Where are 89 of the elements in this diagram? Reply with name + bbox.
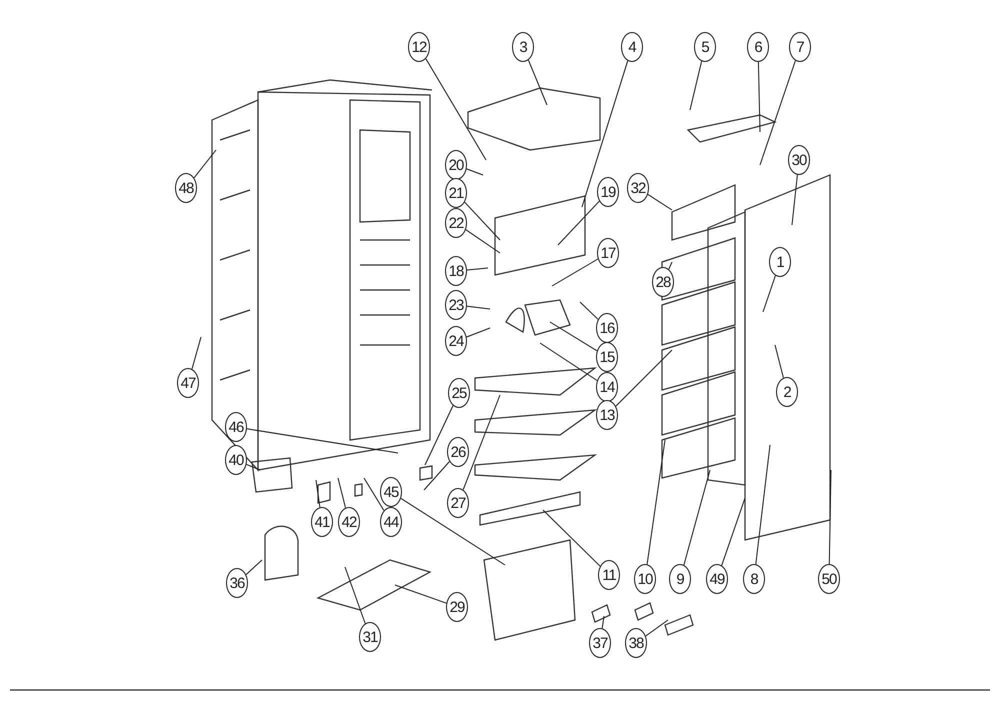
callout-number: 47	[177, 368, 199, 398]
leader-line	[246, 464, 260, 470]
callout-number: 48	[175, 173, 197, 203]
callout-number: 40	[225, 445, 247, 475]
callout-number: 38	[625, 628, 647, 658]
callout-number: 25	[448, 378, 470, 408]
callout-number: 50	[818, 564, 840, 594]
leader-line	[582, 60, 628, 208]
leader-line	[465, 229, 500, 254]
leader-line	[338, 478, 346, 508]
callout-number: 15	[596, 342, 618, 372]
callout-number: 4	[621, 32, 643, 62]
leader-line	[602, 616, 604, 629]
callout-number: 28	[652, 267, 674, 297]
leader-line	[466, 168, 484, 176]
callout-number: 6	[747, 32, 769, 62]
leader-line	[246, 560, 262, 576]
callout-number: 3	[512, 32, 534, 62]
callout-number: 16	[596, 313, 618, 343]
callout-number: 11	[598, 560, 620, 590]
callout-number: 5	[694, 32, 716, 62]
callout-number: 24	[445, 326, 467, 356]
leader-line	[828, 470, 832, 564]
leader-line	[424, 405, 454, 466]
leader-line	[542, 510, 601, 567]
leader-line	[466, 328, 490, 338]
leader-line	[192, 336, 202, 370]
leader-line	[647, 194, 672, 210]
callout-number: 26	[447, 437, 469, 467]
leader-line	[540, 342, 598, 381]
leader-line	[400, 498, 506, 566]
callout-number: 32	[627, 173, 649, 203]
leader-line	[316, 480, 320, 508]
callout-number: 46	[225, 412, 247, 442]
callout-number: 49	[706, 564, 728, 594]
callout-number: 14	[596, 372, 618, 402]
callout-number: 36	[226, 568, 248, 598]
leader-line	[552, 258, 598, 286]
callout-number: 12	[408, 32, 430, 62]
leader-line	[645, 620, 668, 636]
callout-number: 29	[446, 592, 468, 622]
leader-line	[615, 350, 672, 407]
callout-number: 19	[597, 177, 619, 207]
callout-number: 21	[445, 178, 467, 208]
leader-line	[758, 62, 760, 132]
callout-number: 23	[445, 290, 467, 320]
callout-number: 18	[445, 256, 467, 286]
callout-number: 37	[589, 628, 611, 658]
leader-line	[246, 428, 398, 454]
callout-number: 1	[769, 247, 791, 277]
leader-line	[792, 174, 798, 226]
leader-line	[580, 302, 598, 320]
callout-number: 42	[338, 507, 360, 537]
callout-number: 2	[776, 377, 798, 407]
callout-number: 30	[788, 145, 810, 175]
leader-line	[364, 478, 384, 511]
leader-line	[690, 60, 702, 110]
leader-line	[760, 60, 796, 166]
callout-number: 7	[789, 32, 811, 62]
callout-number: 20	[445, 150, 467, 180]
callout-number: 22	[445, 208, 467, 238]
callout-number: 8	[743, 564, 765, 594]
leader-line	[762, 275, 776, 312]
callout-number: 27	[447, 488, 469, 518]
leader-line	[424, 461, 450, 490]
callout-number: 44	[380, 507, 402, 537]
leader-line	[683, 470, 710, 566]
leader-line	[558, 200, 600, 246]
callout-number: 31	[359, 622, 381, 652]
leader-line	[462, 394, 500, 490]
leader-line	[466, 268, 488, 270]
leader-line	[394, 584, 447, 604]
leader-line	[194, 150, 216, 178]
leader-line	[774, 344, 784, 378]
callout-number: 9	[669, 564, 691, 594]
callout-number: 45	[380, 477, 402, 507]
leader-line	[466, 306, 490, 310]
leader-line	[464, 202, 500, 240]
leader-line	[668, 262, 672, 270]
callout-number: 41	[311, 507, 333, 537]
leader-line	[425, 58, 486, 160]
callout-number: 17	[597, 238, 619, 268]
leader-line	[528, 60, 548, 106]
callout-number: 13	[596, 400, 618, 430]
leader-line	[550, 322, 598, 352]
leader-line	[721, 498, 746, 566]
leader-line	[755, 444, 770, 565]
callout-number: 10	[634, 564, 656, 594]
leader-line	[646, 440, 666, 565]
